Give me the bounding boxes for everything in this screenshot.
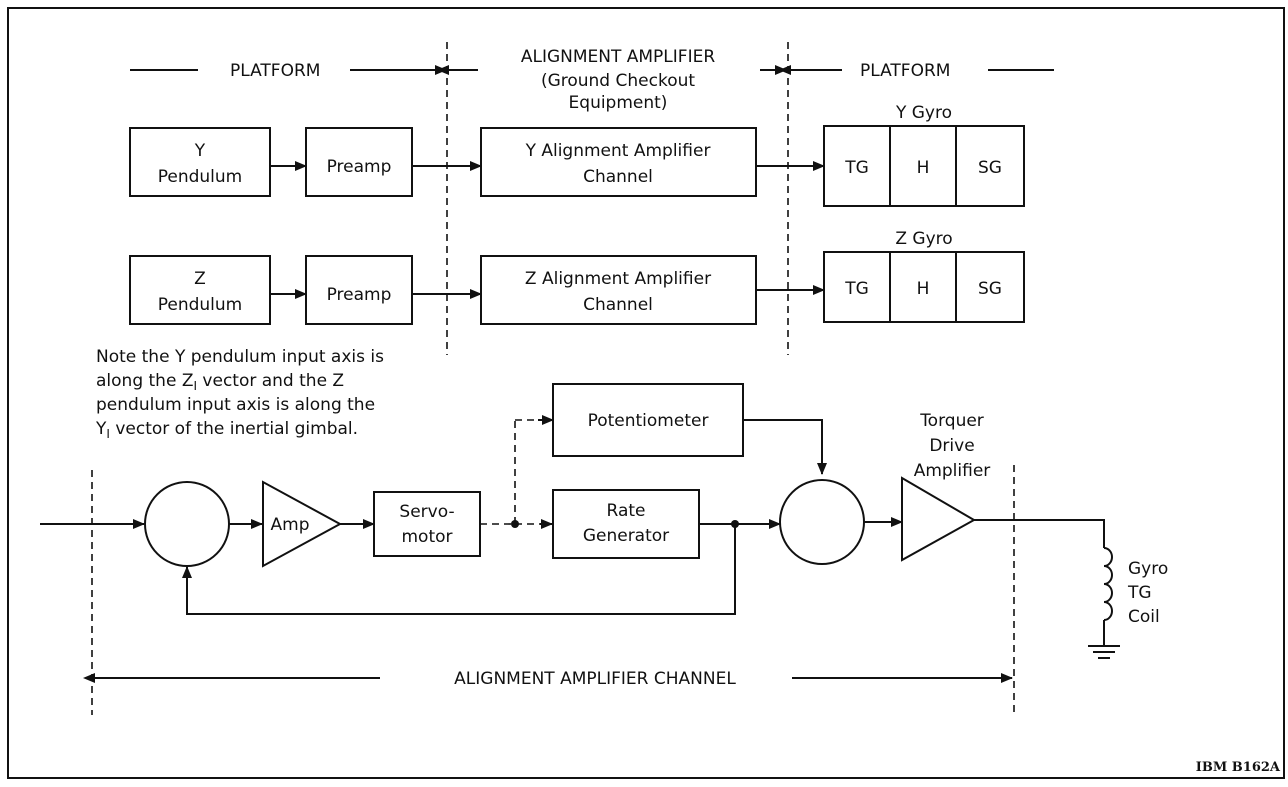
summing-junction-2 (779, 479, 865, 565)
y-preamp-label: Preamp (327, 157, 392, 177)
gyro-coil-label-3: Coil (1128, 607, 1160, 627)
y-gyro-tg: TG (844, 158, 869, 178)
rate-generator-label-2: Generator (583, 526, 669, 546)
y-gyro-sg: SG (978, 158, 1002, 178)
y-row: Y Pendulum Preamp Y Alignment Amplifier … (129, 103, 1025, 207)
servomotor-label-2: motor (401, 527, 452, 547)
z-row: Z Pendulum Preamp Z Alignment Amplifier … (129, 229, 1025, 325)
amp-triangle (262, 480, 343, 568)
channel-diagram: Amp Servo- motor Potentiometer Rate Gene… (40, 383, 1168, 715)
ground-checkout-line2: Equipment) (569, 93, 668, 113)
rate-generator-box (552, 489, 700, 559)
gyro-coil-label-1: Gyro (1128, 559, 1168, 579)
potentiometer-label: Potentiometer (588, 411, 709, 431)
figure-frame (7, 7, 1285, 779)
y-alignment-channel-box (480, 127, 757, 197)
amp-label: Amp (271, 515, 310, 535)
torquer-to-coil (974, 519, 1105, 548)
y-gyro-label: Y Gyro (895, 103, 952, 123)
figure-id-label: IBM B162A (1196, 760, 1281, 775)
header-section: PLATFORM ALIGNMENT AMPLIFIER (Ground Che… (130, 42, 1054, 355)
platform-right-label: PLATFORM (860, 61, 950, 81)
z-gyro-label: Z Gyro (895, 229, 952, 249)
torquer-label-2: Drive (929, 436, 974, 456)
y-channel-label-2: Channel (583, 167, 653, 187)
torquer-drive-amp-triangle (901, 476, 977, 562)
z-preamp-label: Preamp (327, 285, 392, 305)
torquer-label-3: Amplifier (914, 461, 991, 481)
channel-span-label: ALIGNMENT AMPLIFIER CHANNEL (454, 669, 736, 689)
y-preamp-box (305, 127, 413, 197)
rate-generator-label-1: Rate (607, 501, 646, 521)
z-channel-label-2: Channel (583, 295, 653, 315)
z-gyro-h: H (917, 279, 930, 299)
y-pendulum-label-2: Pendulum (158, 167, 243, 187)
ground-checkout-line1: (Ground Checkout (541, 71, 695, 91)
note-text: Note the Y pendulum input axis is along … (95, 347, 384, 441)
z-preamp-box (305, 255, 413, 325)
z-alignment-channel-box (480, 255, 757, 325)
z-pendulum-box (129, 255, 271, 325)
z-channel-label-1: Z Alignment Amplifier (525, 269, 711, 289)
z-gyro-box (823, 251, 1025, 323)
torquer-label-1: Torquer (919, 411, 984, 431)
y-gyro-box (823, 125, 1025, 207)
gyro-tg-coil (1103, 547, 1113, 621)
pot-to-sum2 (743, 419, 827, 475)
note-line-3: pendulum input axis is along the (96, 395, 375, 415)
summing-junction-1 (144, 481, 230, 567)
note-line-4: YI vector of the inertial gimbal. (95, 419, 358, 441)
z-pendulum-label-1: Z (194, 269, 206, 289)
gyro-coil-label-2: TG (1127, 583, 1152, 603)
note-line-2: along the ZI vector and the Z (96, 371, 344, 393)
y-channel-label-1: Y Alignment Amplifier (525, 141, 711, 161)
alignment-amplifier-title: ALIGNMENT AMPLIFIER (521, 47, 715, 67)
y-gyro-h: H (917, 158, 930, 178)
platform-left-label: PLATFORM (230, 61, 320, 81)
potentiometer-box (552, 383, 744, 457)
note-line-1: Note the Y pendulum input axis is (96, 347, 384, 367)
y-pendulum-box (129, 127, 271, 197)
servomotor-label-1: Servo- (399, 502, 454, 522)
feedback-loop (182, 524, 736, 615)
z-gyro-tg: TG (844, 279, 869, 299)
y-pendulum-label-1: Y (194, 141, 206, 161)
z-gyro-sg: SG (978, 279, 1002, 299)
z-pendulum-label-2: Pendulum (158, 295, 243, 315)
